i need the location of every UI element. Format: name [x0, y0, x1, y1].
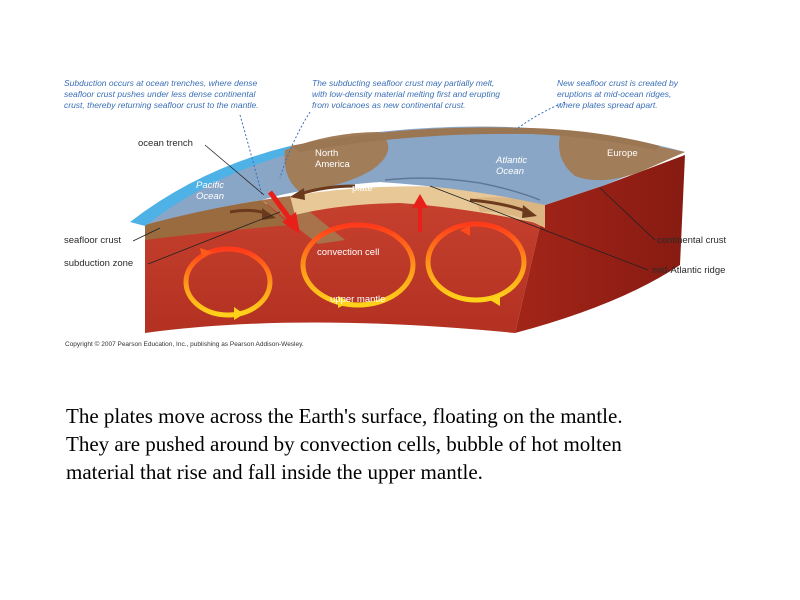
mantle-side-face [515, 155, 685, 333]
new-crust-note: New seafloor crust is created by eruptio… [557, 78, 678, 110]
caption-text: The plates move across the Earth's surfa… [66, 404, 623, 484]
north-america-label: North America [315, 148, 350, 170]
melting-note: The subducting seafloor crust may partia… [312, 78, 501, 110]
plate-label: plate [352, 183, 373, 194]
europe-crust-edge [475, 197, 545, 228]
plate-crust [290, 186, 545, 225]
convection-cell-label: convection cell [317, 247, 380, 258]
sinking-arrow [267, 190, 300, 234]
upper-mantle-label: upper mantle [330, 294, 386, 305]
rising-arrow [412, 194, 428, 232]
ocean-trench-label: ocean trench [138, 138, 193, 149]
ocean-surface [138, 126, 685, 225]
plate-tectonics-diagram [130, 101, 685, 333]
seafloor-crust-leader [132, 227, 161, 242]
pacific-plate-arrow [229, 208, 276, 220]
plate-motion-arrow-right [469, 198, 537, 218]
mid-atlantic-ridge-label: mid-Atlantic ridge [652, 265, 726, 276]
convection-cell-right [425, 221, 527, 306]
melting-note-leader [279, 111, 311, 179]
ocean-trench-leader [204, 144, 265, 196]
subduction-note: Subduction occurs at ocean trenches, whe… [64, 78, 259, 110]
plate-motion-arrow-left [290, 184, 356, 200]
convection-cell-center [300, 222, 416, 308]
convection-cell-left [183, 246, 273, 320]
subduction-zone-leader [147, 211, 281, 265]
europe-label: Europe [607, 148, 638, 159]
seafloor-crust-label: seafloor crust [64, 235, 122, 246]
back-edge-land [290, 127, 660, 152]
continental-crust-label: continental crust [657, 235, 727, 246]
subduction-note-leader [239, 114, 263, 196]
continental-crust-leader [599, 187, 656, 241]
mid-atlantic-ridge-leader [429, 185, 649, 271]
atlantic-ocean-label: Atlantic Ocean [496, 155, 528, 177]
mid-atlantic-ridge-line [384, 177, 541, 201]
pacific-ocean-edge [130, 146, 296, 226]
pacific-ocean-label: Pacific Ocean [196, 180, 224, 202]
copyright-notice: Copyright © 2007 Pearson Education, Inc.… [65, 341, 304, 348]
new-crust-note-leader [514, 101, 566, 131]
subduction-zone-label: subduction zone [64, 258, 134, 269]
